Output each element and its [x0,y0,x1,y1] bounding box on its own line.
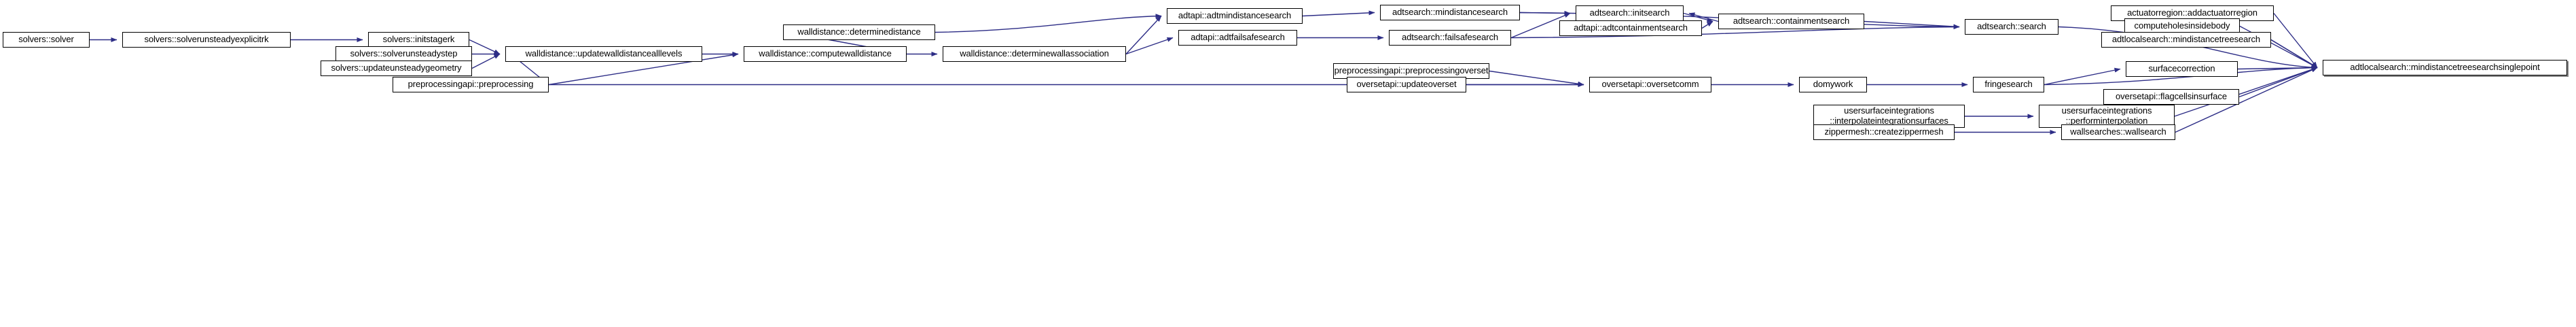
graph-node[interactable]: adtapi::adtmindistancesearch [1167,8,1303,24]
graph-node[interactable]: surfacecorrection [2126,61,2238,77]
graph-node[interactable]: adtsearch::failsafesearch [1389,30,1511,46]
graph-node[interactable]: adtapi::adtfailsafesearch [1178,30,1297,46]
graph-node-label: adtsearch::mindistancesearch [1392,7,1508,18]
graph-edge [2237,65,2318,71]
graph-node[interactable]: walldistance::updatewalldistancealllevel… [505,46,702,62]
graph-node-label: oversetapi::oversetcomm [1601,79,1699,90]
graph-node-label: zippermesh::createzippermesh [1824,126,1944,137]
graph-node-label: adtapi::adtfailsafesearch [1191,32,1285,43]
graph-node[interactable]: domywork [1799,77,1867,92]
graph-node-label: preprocessingapi::preprocessingoverset [1334,65,1489,76]
graph-node[interactable]: solvers::initstagerk [368,32,469,48]
graph-node-label: adtsearch::search [1977,21,2046,32]
graph-edge [2044,67,2121,86]
graph-node-label: solvers::updateunsteadygeometry [331,63,462,73]
graph-edge [1701,20,1713,29]
graph-node[interactable]: solvers::solver [3,32,90,48]
graph-node-label: adtlocalsearch::mindistancetreesearchsin… [2350,62,2540,73]
graph-node-label: adtlocalsearch::mindistancetreesearch [2111,34,2261,45]
graph-node[interactable]: walldistance::determinewallassociation [943,46,1126,62]
graph-node-label: adtapi::adtcontainmentsearch [1574,22,1688,33]
graph-edge [1302,10,1375,17]
graph-edge [1519,10,1571,16]
graph-node[interactable]: adtsearch::search [1965,19,2058,35]
graph-node-label: adtsearch::failsafesearch [1401,32,1499,43]
graph-node-label: solvers::solver [18,34,74,45]
graph-edge [1864,20,1960,29]
graph-node-label: usersurfaceintegrations ::interpolateint… [1830,105,1948,126]
graph-node[interactable]: preprocessingapi::preprocessing [393,77,549,92]
graph-node[interactable]: zippermesh::createzippermesh [1813,124,1955,140]
graph-node[interactable]: actuatorregion::addactuatorregion [2111,5,2274,21]
graph-node-label: walldistance::computewalldistance [759,48,892,59]
graph-node[interactable]: usersurfaceintegrations ::performinterpo… [2039,105,2175,128]
graph-node[interactable]: adtsearch::containmentsearch [1718,14,1864,29]
graph-edge [2270,39,2318,69]
graph-node-label: fringesearch [1984,79,2033,90]
graph-node-label: oversetapi::flagcellsinsurface [2116,91,2227,102]
graph-node-label: adtapi::adtmindistancesearch [1178,10,1292,21]
graph-edge [935,14,1162,33]
graph-node-label: computeholesinsidebody [2134,20,2230,31]
graph-edge [471,53,501,69]
graph-node-label: solvers::solverunsteadystep [350,48,458,59]
graph-node[interactable]: solvers::solverunsteadystep [335,46,472,62]
graph-node-label: domywork [1813,79,1853,90]
graph-node[interactable]: walldistance::determinedistance [783,24,935,40]
graph-node-label: actuatorregion::addactuatorregion [2127,7,2257,18]
graph-edge [1489,70,1584,86]
graph-node[interactable]: adtlocalsearch::mindistancetreesearchsin… [2323,60,2567,75]
graph-node-label: walldistance::determinewallassociation [960,48,1109,59]
graph-node[interactable]: oversetapi::flagcellsinsurface [2103,89,2239,105]
graph-edge [2238,67,2318,98]
graph-node[interactable]: walldistance::computewalldistance [744,46,907,62]
graph-node[interactable]: oversetapi::updateoverset [1347,77,1466,92]
graph-node[interactable]: adtapi::adtcontainmentsearch [1559,20,1702,36]
graph-node[interactable]: adtlocalsearch::mindistancetreesearch [2101,32,2271,48]
graph-node-label: solvers::solverunsteadyexplicitrk [144,34,269,45]
graph-node-label: oversetapi::updateoverset [1356,79,1457,90]
graph-node-label: solvers::initstagerk [382,34,455,45]
graph-node-label: wallsearches::wallsearch [2070,126,2166,137]
graph-node-label: surfacecorrection [2148,63,2215,74]
graph-node-label: walldistance::determinedistance [797,27,921,37]
graph-edge [469,39,501,55]
graph-node[interactable]: oversetapi::oversetcomm [1589,77,1711,92]
graph-node[interactable]: solvers::solverunsteadyexplicitrk [122,32,291,48]
graph-node[interactable]: fringesearch [1973,77,2044,92]
graph-edge [1125,16,1162,54]
graph-edge [1125,37,1174,55]
graph-node[interactable]: adtsearch::mindistancesearch [1380,5,1520,20]
graph-node-label: walldistance::updatewalldistancealllevel… [525,48,683,59]
graph-node-label: adtsearch::initsearch [1589,7,1670,18]
graph-node[interactable]: adtsearch::initsearch [1576,5,1684,21]
graph-edge [2270,39,2318,69]
graph-node[interactable]: wallsearches::wallsearch [2061,124,2175,140]
graph-node-label: usersurfaceintegrations ::performinterpo… [2061,105,2152,126]
graph-node[interactable]: solvers::updateunsteadygeometry [321,61,472,76]
graph-node-label: preprocessingapi::preprocessing [407,79,534,90]
graph-node-label: adtsearch::containmentsearch [1733,16,1850,27]
graph-edge [2273,13,2318,68]
